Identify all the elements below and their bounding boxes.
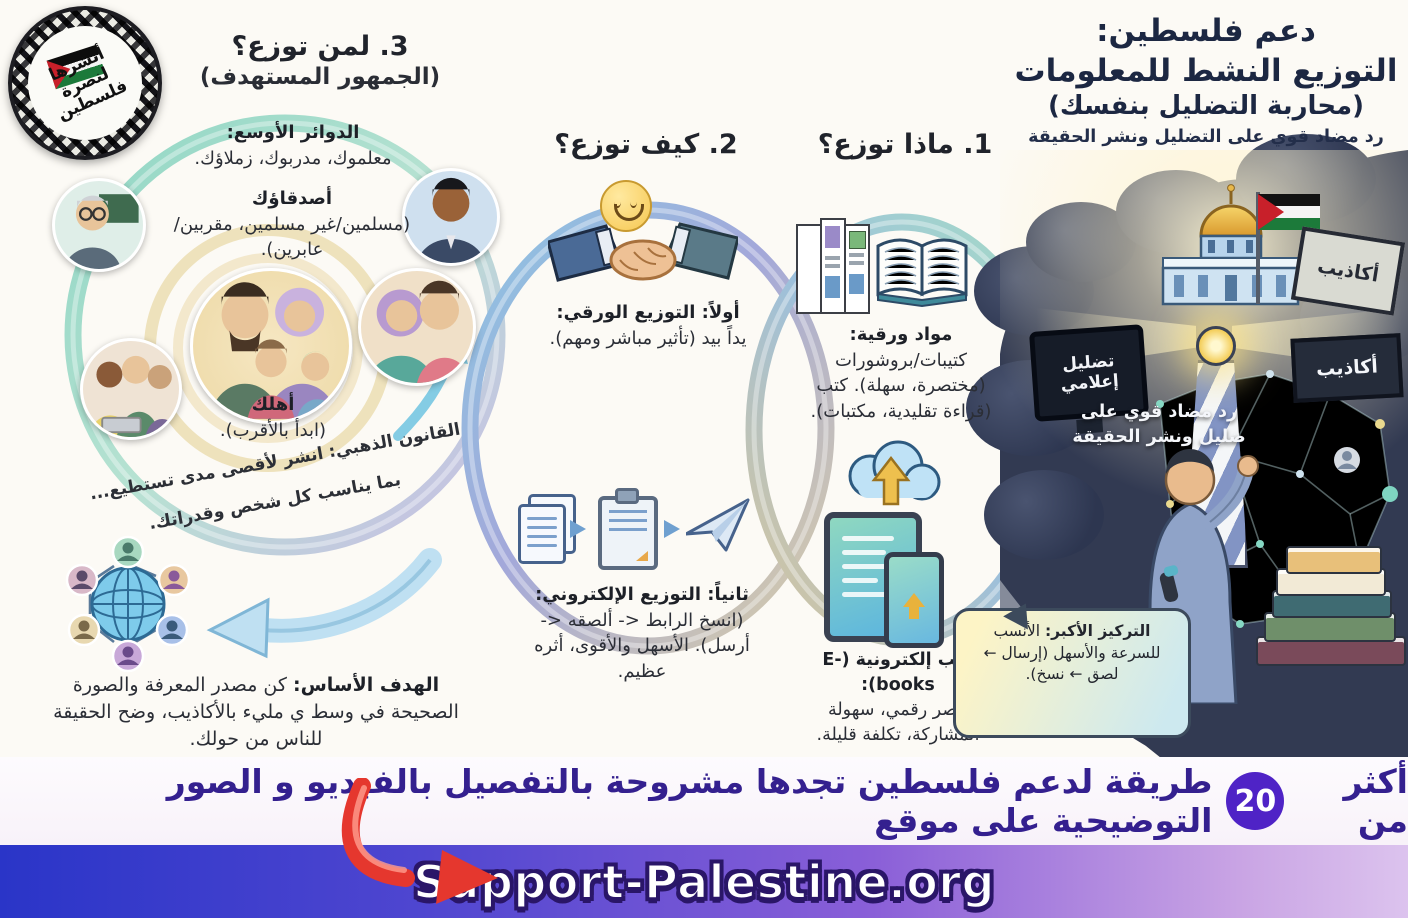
avatar-businessman xyxy=(402,168,500,266)
section-what-title: 1. ماذا توزع؟ xyxy=(817,129,993,160)
avatar-hijab-women xyxy=(358,268,476,386)
who-family-text: أهلك (ابدأ بالأقرب). xyxy=(219,394,327,441)
arrow-right-icon xyxy=(570,520,586,538)
lighthouse-lamp-icon xyxy=(1196,326,1236,366)
electronic-steps-icons xyxy=(518,488,750,576)
document-icon xyxy=(518,504,566,564)
focus-bubble: التركيز الأكبر: الأنسب للسرعة والأسهل (إ… xyxy=(953,608,1191,738)
lies-sign: أكاذيب xyxy=(1290,333,1404,403)
brochure-icon xyxy=(796,218,870,314)
banner-suffix: طريقة لدعم فلسطين تجدها مشروحة بالتفصيل … xyxy=(166,762,1213,840)
poster-title: دعم فلسطين: التوزيع النشط للمعلومات (محا… xyxy=(1012,12,1400,147)
avatar-family xyxy=(190,268,352,424)
cloud-upload-icon xyxy=(848,440,941,506)
lies-sign-label: أكاذيب xyxy=(1315,355,1379,381)
book-stack-icon xyxy=(1246,542,1406,666)
avatar-teacher xyxy=(52,178,146,272)
lies-sign-label: أكاذيب xyxy=(1315,255,1381,287)
section-who-subtitle: (الجمهور المستهدف) xyxy=(199,63,441,90)
what-ebooks-text: كتب إلكترونية (E-books): عصر رقمي، سهولة… xyxy=(816,650,980,745)
title-line3: (محاربة التضليل بنفسك) xyxy=(1047,91,1365,122)
red-arrow-icon xyxy=(341,778,498,904)
campaign-logo: أنشرها لنصرة فلسطين xyxy=(8,6,162,160)
scene-caption: رد مضاد قوي على ضليل ونشر الحقيقة xyxy=(1072,402,1246,448)
arrow-right-icon xyxy=(664,520,680,538)
title-line1: دعم فلسطين: xyxy=(1096,13,1316,49)
how-electronic-text: ثانياً: التوزيع الإلكتروني: (انسخ الرابط… xyxy=(534,584,750,682)
how-paper-text: أولاً: التوزيع الورقي: يداً بيد (تأثير م… xyxy=(549,302,747,349)
paper-plane-icon xyxy=(686,498,750,552)
banner-prefix: أكثر من xyxy=(1343,762,1408,840)
section-how-title: 2. كيف توزع؟ xyxy=(554,129,738,160)
smiley-face-icon xyxy=(600,180,652,232)
who-outer-circle-text: الدوائر الأوسع: معلموك، مدربوك، زملاؤك. xyxy=(194,122,392,169)
avatar-group-laptop xyxy=(80,338,182,440)
what-paper-text: مواد ورقية: كتيبات/بروشورات (مختصرة، سهل… xyxy=(810,324,992,422)
tv-label-line2: إعلامي xyxy=(1060,370,1120,395)
count-badge: 20 xyxy=(1226,772,1285,830)
clipboard-icon xyxy=(598,488,658,570)
website-url[interactable]: Support-Palestine.org xyxy=(412,854,995,910)
lies-sign: أكاذيب xyxy=(1290,226,1406,316)
phone-icon xyxy=(884,552,944,648)
globe-network-icon xyxy=(65,535,191,673)
section-who-heading: 3. لمن توزع؟ (الجمهور المستهدف) xyxy=(178,30,462,90)
who-goal-text: الهدف الأساس: كن مصدر المعرفة والصورة ال… xyxy=(53,674,459,750)
title-subtitle: رد مضاد قوي على التضليل ونشر الحقيقة xyxy=(1028,127,1384,148)
right-scene-illustration: تضليل إعلامي أكاذيب أكاذيب رد مضاد قوي ع… xyxy=(966,134,1408,762)
footer-bar: Support-Palestine.org xyxy=(0,845,1408,918)
section-who-title: 3. لمن توزع؟ xyxy=(231,31,409,62)
title-line2: التوزيع النشط للمعلومات xyxy=(1014,52,1398,89)
who-friends-text: أصدقاؤك (مسلمين/غير مسلمين، مقربين/عابري… xyxy=(173,188,411,261)
handshake-icon xyxy=(548,222,738,282)
dome-of-the-rock-icon xyxy=(1161,184,1300,306)
bottom-banner: أكثر من 20 طريقة لدعم فلسطين تجدها مشروح… xyxy=(0,757,1408,845)
open-book-icon xyxy=(876,238,968,308)
